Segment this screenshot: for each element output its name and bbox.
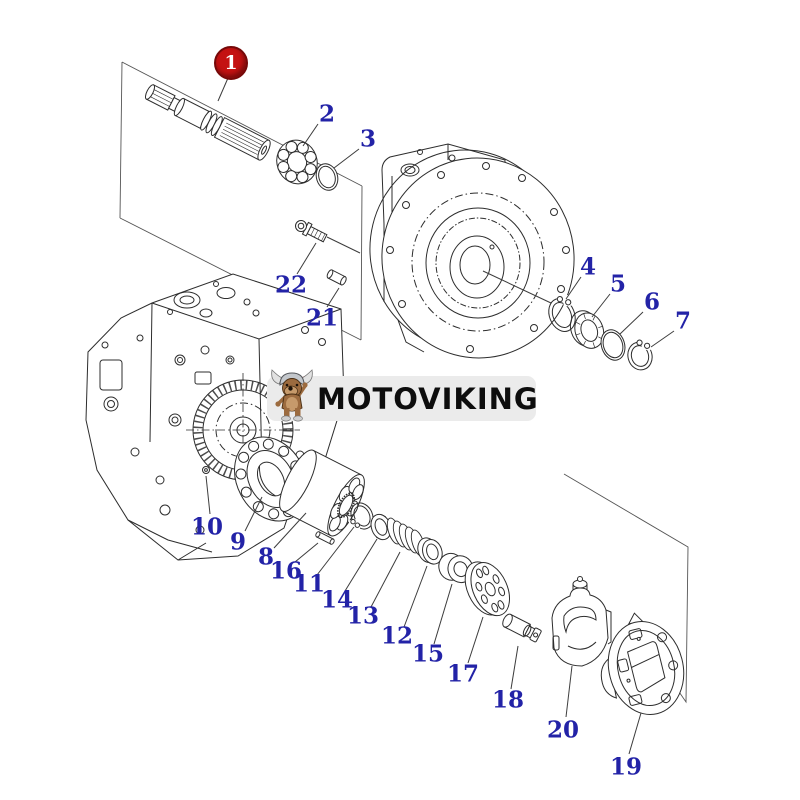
part-bushing	[438, 552, 474, 584]
part-cylinder-block	[279, 449, 365, 537]
part-spherical-washer	[370, 513, 392, 541]
part-ball	[202, 466, 210, 474]
watermark-text: MOTOVIKING	[317, 381, 539, 416]
part-snap-ring-4	[548, 294, 576, 332]
part-bearing-front	[276, 139, 318, 185]
viking-dog-mascot-icon	[271, 369, 313, 422]
highlight-badge-part-1: 1	[214, 46, 248, 80]
part-rocker-cam	[551, 576, 612, 667]
part-snap-ring-7	[627, 339, 653, 371]
part-seal-bearing-5	[569, 310, 605, 349]
leader-lines	[205, 77, 675, 755]
part-drive-shaft	[144, 84, 271, 161]
part-servo-pin	[502, 613, 542, 643]
badge-label: 1	[224, 52, 238, 74]
part-cradle-case	[600, 612, 685, 715]
watermark-band: MOTOVIKING	[267, 369, 539, 422]
part-small-pin	[315, 531, 335, 545]
part-pin	[326, 269, 347, 286]
part-valve-plate	[464, 561, 510, 617]
part-bolt	[295, 220, 328, 243]
part-snap-ring-11	[348, 502, 374, 531]
part-spacer-ring	[315, 163, 339, 191]
part-flywheel-housing	[369, 143, 575, 359]
part-oring-6	[600, 329, 626, 361]
part-seat-washer	[417, 537, 443, 565]
construction-plane-left	[119, 61, 363, 341]
